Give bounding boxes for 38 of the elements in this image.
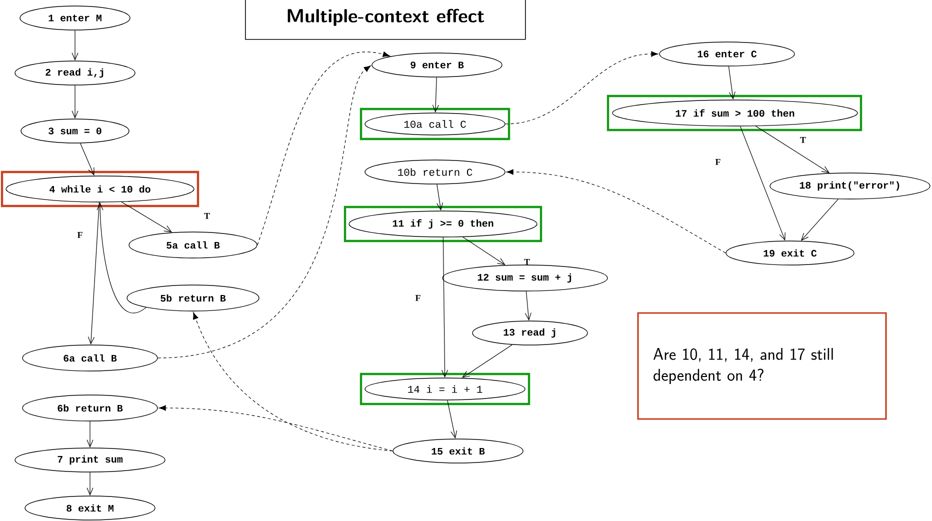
title-box: Multiple-context effect: [245, 0, 526, 40]
flow-arrow: [462, 236, 506, 266]
edge-label: T: [204, 213, 210, 219]
edge-label: F: [415, 295, 420, 301]
highlighted-statement: 10a call C: [360, 108, 510, 140]
flow-arrow: [96, 202, 146, 314]
call-return-edge: [158, 65, 371, 358]
flow-arrow: [436, 184, 444, 211]
highlighted-statement: 14 i = i + 1: [360, 372, 530, 406]
flow-arrow: [86, 472, 94, 496]
call-return-edge: [257, 52, 390, 246]
flow-arrow: [524, 291, 532, 321]
flow-arrow: [121, 202, 172, 232]
flow-arrow: [462, 344, 512, 378]
edge-label: F: [77, 232, 82, 238]
flow-arrow: [72, 85, 78, 119]
call-return-edge: [193, 312, 393, 452]
call-return-edge: [506, 169, 726, 254]
flow-arrow: [441, 237, 448, 378]
highlighted-statement: 4 while i < 10 do: [0, 170, 200, 208]
flow-arrow: [447, 400, 458, 439]
flow-arrow: [88, 202, 100, 345]
flow-arrow: [432, 77, 439, 113]
flow-arrow: [86, 421, 94, 448]
flow-arrow: [72, 30, 78, 61]
edge-label: T: [524, 259, 530, 265]
flow-arrow: [800, 198, 838, 241]
edge-label: F: [715, 159, 720, 165]
question-box: Are 10, 11, 14, and 17 still dependent on 4?: [637, 312, 887, 420]
flow-arrow: [728, 66, 736, 100]
flow-arrow: [740, 126, 786, 241]
call-return-edge: [158, 405, 393, 452]
flow-arrow: [755, 126, 830, 174]
highlighted-statement: 17 if sum > 100 then: [606, 94, 862, 132]
edge-label: T: [800, 137, 806, 143]
highlighted-statement: 11 if j >= 0 then: [344, 206, 542, 242]
flow-arrow: [80, 142, 94, 176]
call-return-edge: [505, 51, 658, 124]
